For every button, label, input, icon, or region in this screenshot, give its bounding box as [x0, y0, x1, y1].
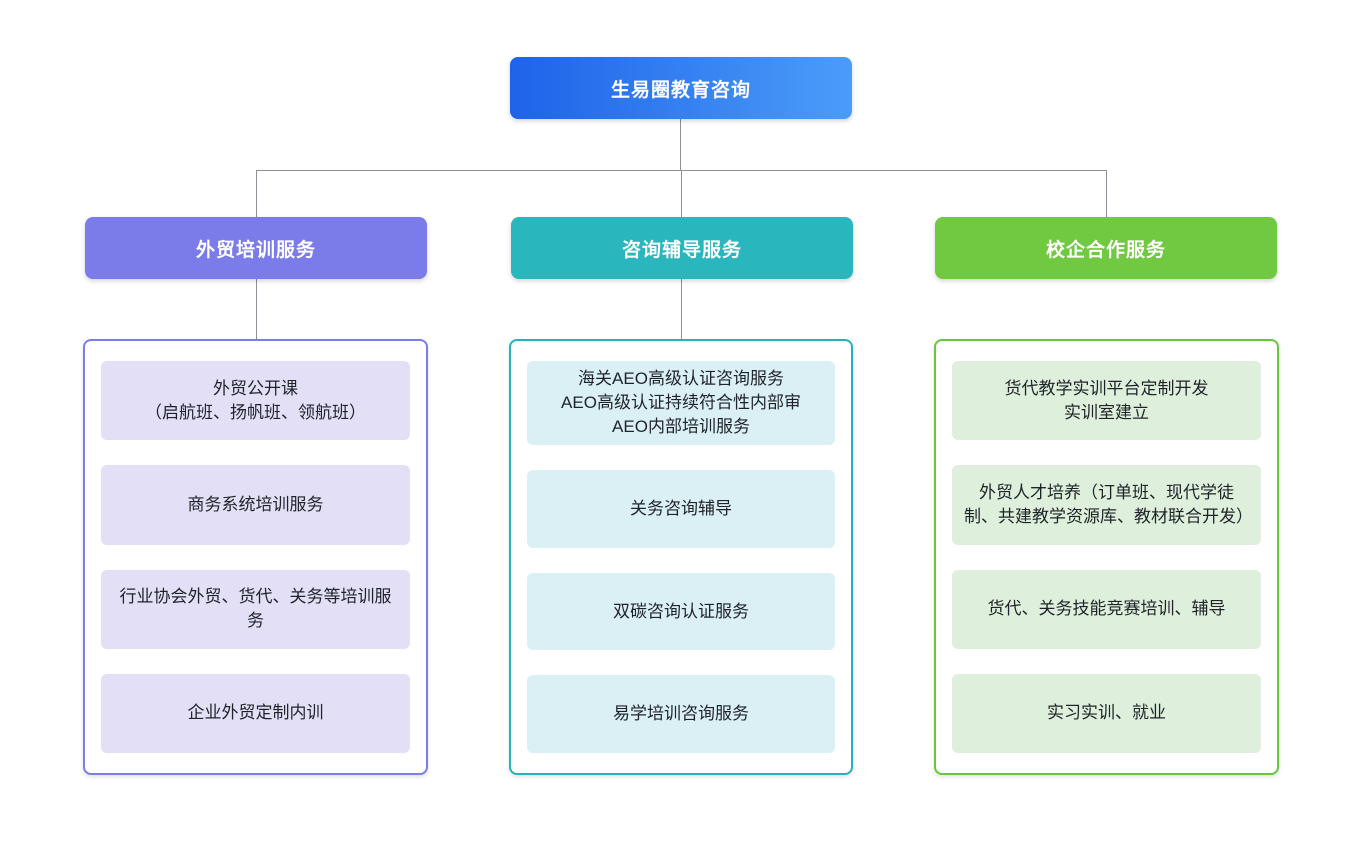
branch-header-school-enterprise: 校企合作服务 — [935, 217, 1277, 279]
branch-header-foreign-trade-training: 外贸培训服务 — [85, 217, 427, 279]
group-school-enterprise: 货代教学实训平台定制开发 实训室建立 外贸人才培养（订单班、现代学徒制、共建教学… — [934, 339, 1279, 775]
leaf-item-line: 商务系统培训服务 — [187, 494, 324, 514]
group-consulting-tutoring: 海关AEO高级认证咨询服务 AEO高级认证持续符合性内部审 AEO内部培训服务 … — [509, 339, 853, 775]
leaf-item-line: 外贸人才培养（订单班、现代学徒制、共建教学资源库、教材联合开发） — [964, 482, 1253, 526]
leaf-item: 外贸人才培养（订单班、现代学徒制、共建教学资源库、教材联合开发） — [952, 465, 1261, 545]
connector-drop-column-1 — [256, 170, 257, 217]
leaf-item-line: 货代教学实训平台定制开发 — [1004, 378, 1209, 398]
leaf-item-line: AEO高级认证持续符合性内部审 — [561, 393, 801, 412]
leaf-item-line: 易学培训咨询服务 — [613, 704, 749, 724]
leaf-item: 货代教学实训平台定制开发 实训室建立 — [952, 361, 1261, 441]
leaf-item-line: 实训室建立 — [1064, 402, 1149, 422]
leaf-item: 行业协会外贸、货代、关务等培训服务 — [101, 569, 410, 649]
leaf-item-line: AEO内部培训服务 — [612, 417, 750, 436]
leaf-item: 企业外贸定制内训 — [101, 673, 410, 753]
leaf-item: 商务系统培训服务 — [101, 465, 410, 545]
branch-header-label: 校企合作服务 — [1045, 239, 1166, 261]
group-foreign-trade-training: 外贸公开课 （启航班、扬帆班、领航班） 商务系统培训服务 行业协会外贸、货代、关… — [83, 339, 428, 775]
leaf-item: 关务咨询辅导 — [527, 470, 835, 548]
leaf-item: 双碳咨询认证服务 — [527, 572, 835, 651]
leaf-item-line: 关务咨询辅导 — [630, 498, 732, 518]
connector-header-to-group-1 — [256, 279, 257, 339]
branch-header-consulting-tutoring: 咨询辅导服务 — [511, 217, 853, 279]
leaf-item-line: 实习实训、就业 — [1047, 703, 1166, 723]
leaf-item: 海关AEO高级认证咨询服务 AEO高级认证持续符合性内部审 AEO内部培训服务 — [527, 361, 835, 445]
leaf-item: 实习实训、就业 — [952, 673, 1261, 753]
connector-drop-column-2 — [681, 170, 682, 217]
leaf-item-line: 企业外贸定制内训 — [187, 703, 324, 723]
leaf-item-line: 海关AEO高级认证咨询服务 — [578, 369, 784, 388]
leaf-item: 外贸公开课 （启航班、扬帆班、领航班） — [101, 361, 410, 441]
root-node: 生易圈教育咨询 — [510, 57, 852, 119]
branch-header-label: 外贸培训服务 — [195, 239, 316, 261]
leaf-item: 易学培训咨询服务 — [527, 675, 835, 754]
connector-root-stem — [680, 119, 681, 170]
connector-header-to-group-2 — [681, 279, 682, 339]
leaf-item-line: 货代、关务技能竞赛培训、辅导 — [987, 599, 1226, 619]
leaf-item-line: （启航班、扬帆班、领航班） — [145, 402, 366, 422]
connector-drop-column-3 — [1106, 170, 1107, 217]
branch-header-label: 咨询辅导服务 — [621, 239, 742, 261]
root-node-label: 生易圈教育咨询 — [610, 79, 751, 101]
leaf-item-line: 行业协会外贸、货代、关务等培训服务 — [119, 587, 392, 631]
leaf-item-line: 外贸公开课 — [213, 378, 298, 398]
leaf-item: 货代、关务技能竞赛培训、辅导 — [952, 569, 1261, 649]
leaf-item-line: 双碳咨询认证服务 — [613, 601, 749, 621]
